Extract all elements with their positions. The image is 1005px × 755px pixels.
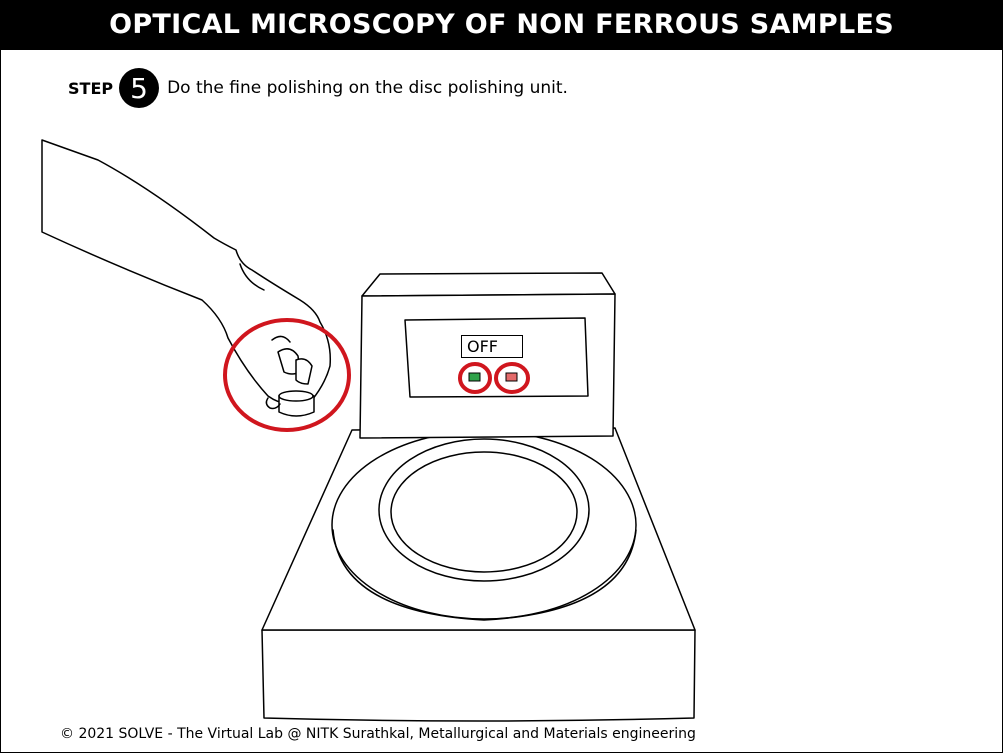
machine-base <box>261 629 696 722</box>
on-button[interactable] <box>458 362 492 394</box>
step-instruction-text: Do the fine polishing on the disc polish… <box>167 78 568 98</box>
step-instruction-row: STEP 5 Do the fine polishing on the disc… <box>68 68 568 108</box>
specimen-highlight-ring <box>223 318 351 432</box>
step-number-badge: 5 <box>119 68 160 108</box>
on-button-icon <box>468 372 481 382</box>
polishing-disc-surface <box>390 451 578 573</box>
off-button-icon <box>505 372 518 382</box>
machine-status-display: OFF <box>461 335 523 358</box>
off-button-highlight-ring <box>494 362 530 394</box>
off-button[interactable] <box>494 362 530 394</box>
hand-icon <box>41 139 332 404</box>
control-housing-top <box>361 272 616 297</box>
page-title: OPTICAL MICROSCOPY OF NON FERROUS SAMPLE… <box>0 0 1003 50</box>
footer-copyright: © 2021 SOLVE - The Virtual Lab @ NITK Su… <box>60 726 696 742</box>
step-label: STEP <box>68 78 114 98</box>
on-button-highlight-ring <box>458 362 492 394</box>
specimen-target[interactable] <box>224 318 352 432</box>
